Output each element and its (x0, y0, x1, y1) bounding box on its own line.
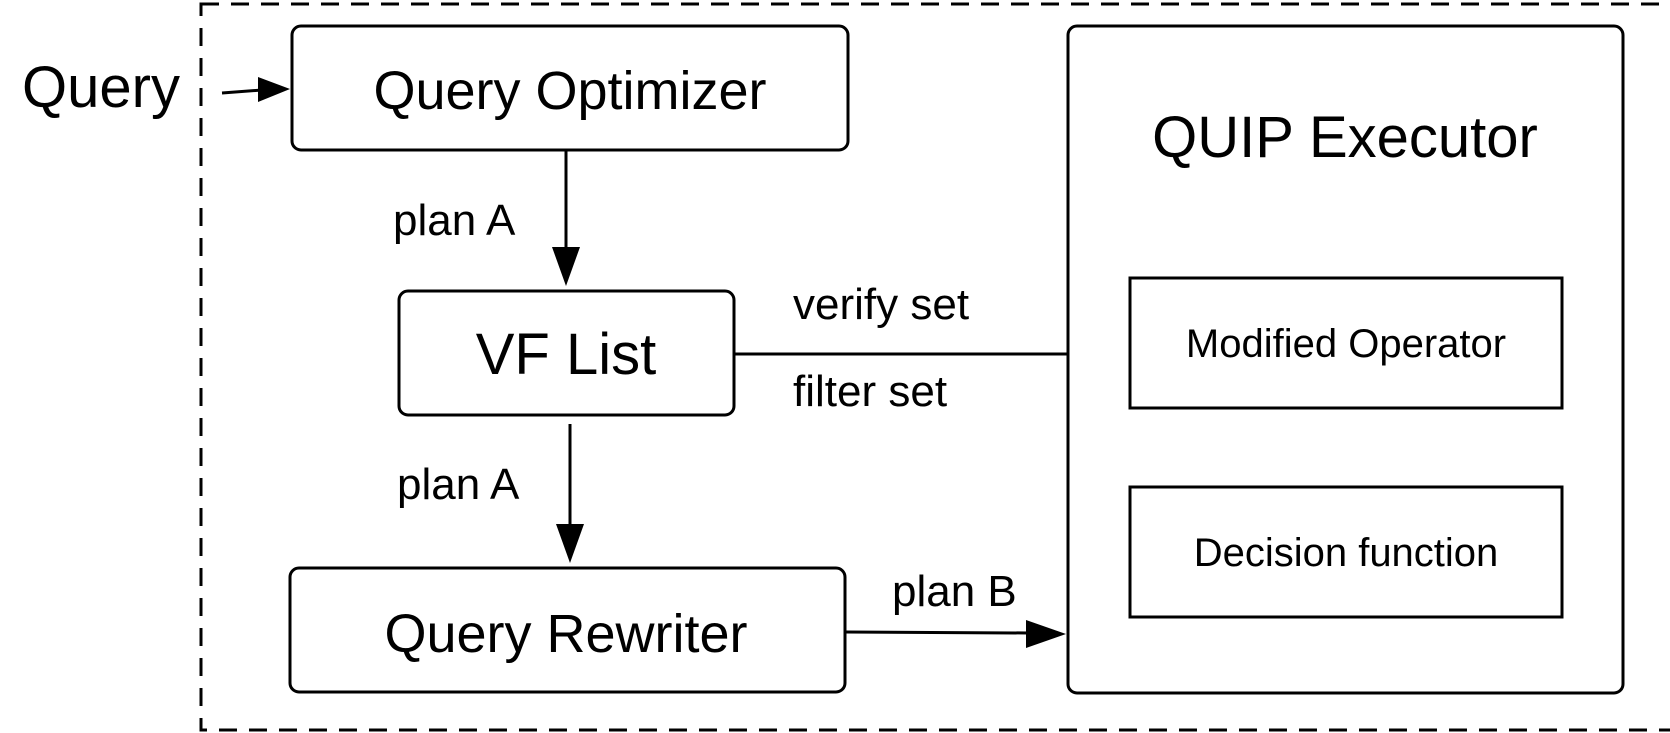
modified-operator-label: Modified Operator (1186, 322, 1506, 366)
query-optimizer-label: Query Optimizer (373, 61, 766, 121)
edge-optimizer-to-vflist (552, 150, 580, 286)
decision-function-label: Decision function (1194, 531, 1499, 575)
query-optimizer-node: Query Optimizer (290, 24, 850, 152)
vf-list-node: VF List (397, 289, 736, 417)
edge-rewriter-to-executor (844, 620, 1066, 648)
query-rewriter-label: Query Rewriter (384, 604, 747, 664)
system-boundary (199, 2, 1670, 732)
edge-label-plan-b: plan B (892, 567, 1017, 616)
query-rewriter-node: Query Rewriter (288, 566, 847, 694)
edge-label-verify-set: verify set (793, 280, 969, 329)
vf-list-label: VF List (476, 322, 657, 387)
edge-label-plan-a-bottom: plan A (397, 460, 520, 509)
input-query-label: Query (22, 55, 180, 120)
edge-label-filter-set: filter set (793, 367, 947, 416)
modified-operator-node: Modified Operator (1128, 276, 1564, 410)
edge-vflist-to-rewriter (556, 424, 584, 563)
decision-function-node: Decision function (1128, 485, 1564, 619)
quip-executor-label: QUIP Executor (1152, 105, 1538, 170)
edge-label-plan-a-top: plan A (393, 196, 516, 245)
input-arrow (221, 77, 290, 102)
